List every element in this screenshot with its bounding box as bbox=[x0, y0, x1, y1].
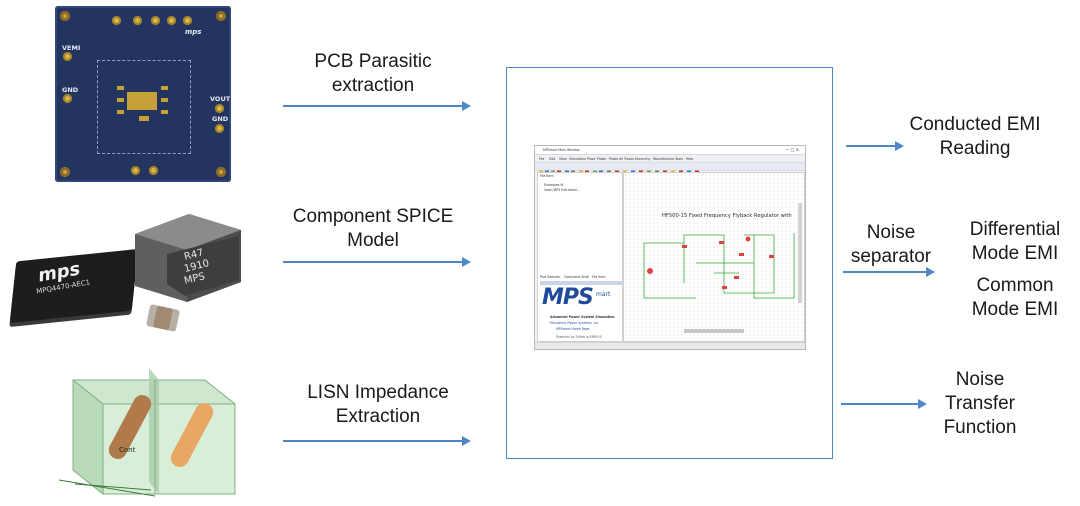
arrow-ntf bbox=[841, 399, 927, 409]
tagline: Advanced Power System Simulation bbox=[550, 315, 615, 319]
tree-item[interactable]: Examples M bbox=[544, 183, 564, 187]
pcb-board-image: VEMI GND VOUT GND mps bbox=[55, 6, 231, 182]
menu-probe-all[interactable]: Probe All Traces bbox=[609, 157, 635, 161]
menu-probe[interactable]: Probe bbox=[597, 157, 607, 161]
pcb-pin-label: VEMI bbox=[62, 44, 81, 52]
label-differential-mode: Differential Mode EMI bbox=[969, 219, 1061, 264]
label-lisn-impedance: LISN Impedance Extraction bbox=[307, 382, 449, 427]
inductor-mark-1: R47 bbox=[183, 247, 205, 262]
schematic-title: HF500-15 Fixed Frequency Flyback Regulat… bbox=[662, 213, 792, 219]
capacitor-image bbox=[146, 304, 180, 332]
pane-tab[interactable]: Command Shell bbox=[564, 275, 590, 279]
arrow-lisn bbox=[283, 436, 471, 446]
pcb-pin-label: GND bbox=[62, 86, 79, 94]
powered-by: Powered by SIMetrix/SIMPLIS bbox=[556, 335, 602, 339]
lisn-tag: Cont bbox=[119, 446, 136, 454]
pcb-pin-label: GND bbox=[212, 115, 229, 123]
toolbar bbox=[535, 163, 805, 175]
pane-title: File Item bbox=[540, 174, 554, 178]
menu-place[interactable]: Place bbox=[587, 157, 596, 161]
label-conducted-emi: Conducted EMI Reading bbox=[909, 114, 1041, 159]
label-pcb-parasitic: PCB Parasitic extraction bbox=[314, 51, 432, 96]
menu-tools[interactable]: Tools bbox=[675, 157, 683, 161]
pane-tab[interactable]: Part Selector bbox=[540, 275, 561, 279]
arrow-spice bbox=[283, 257, 471, 267]
schematic-canvas[interactable]: HF500-15 Fixed Frequency Flyback Regulat… bbox=[623, 172, 805, 342]
menu-waveformula[interactable]: Waveformula bbox=[653, 157, 675, 161]
menu-edit[interactable]: Edit bbox=[549, 157, 556, 161]
arrow-conducted bbox=[846, 141, 904, 151]
home-link[interactable]: MPSmart Home Page bbox=[556, 327, 590, 331]
file-item-pane: File Item Examples M Open MPS Extracted.… bbox=[537, 172, 624, 342]
label-noise-separator: Noise separator bbox=[850, 222, 932, 267]
label-component-spice: Component SPICE Model bbox=[292, 206, 454, 251]
menu-hierarchy[interactable]: Hierarchy bbox=[635, 157, 651, 161]
window-title: MPSmart Main Window bbox=[543, 148, 580, 152]
inductor-mark-3: MPS bbox=[183, 271, 206, 287]
label-noise-transfer-function: Noise Transfer Function bbox=[943, 369, 1017, 438]
menu-file[interactable]: File bbox=[539, 157, 545, 161]
arrow-separator bbox=[843, 267, 935, 277]
menu-simulation[interactable]: Simulation bbox=[569, 157, 586, 161]
mpsmart-window: MPSmart Main Window — □ ✕ File Edit View… bbox=[534, 145, 806, 350]
status-bar bbox=[535, 342, 805, 349]
menu-help[interactable]: Help bbox=[686, 157, 694, 161]
company-link[interactable]: Monolithic Power Systems, Inc. bbox=[550, 321, 600, 325]
pcb-pin-label: VOUT bbox=[210, 95, 231, 103]
menu-view[interactable]: View bbox=[559, 157, 567, 161]
lisn-model-image: Cont bbox=[58, 368, 236, 497]
mps-logo-suffix: mart bbox=[596, 291, 611, 298]
mps-logo: MPS bbox=[542, 285, 594, 310]
inductor-image: R47 1910 MPS bbox=[135, 214, 241, 302]
tree-item[interactable]: Open MPS Extracted... bbox=[544, 188, 580, 192]
label-common-mode: Common Mode EMI bbox=[971, 275, 1059, 320]
arrow-pcb bbox=[283, 101, 471, 111]
pane-tab[interactable]: File Item bbox=[592, 275, 606, 279]
